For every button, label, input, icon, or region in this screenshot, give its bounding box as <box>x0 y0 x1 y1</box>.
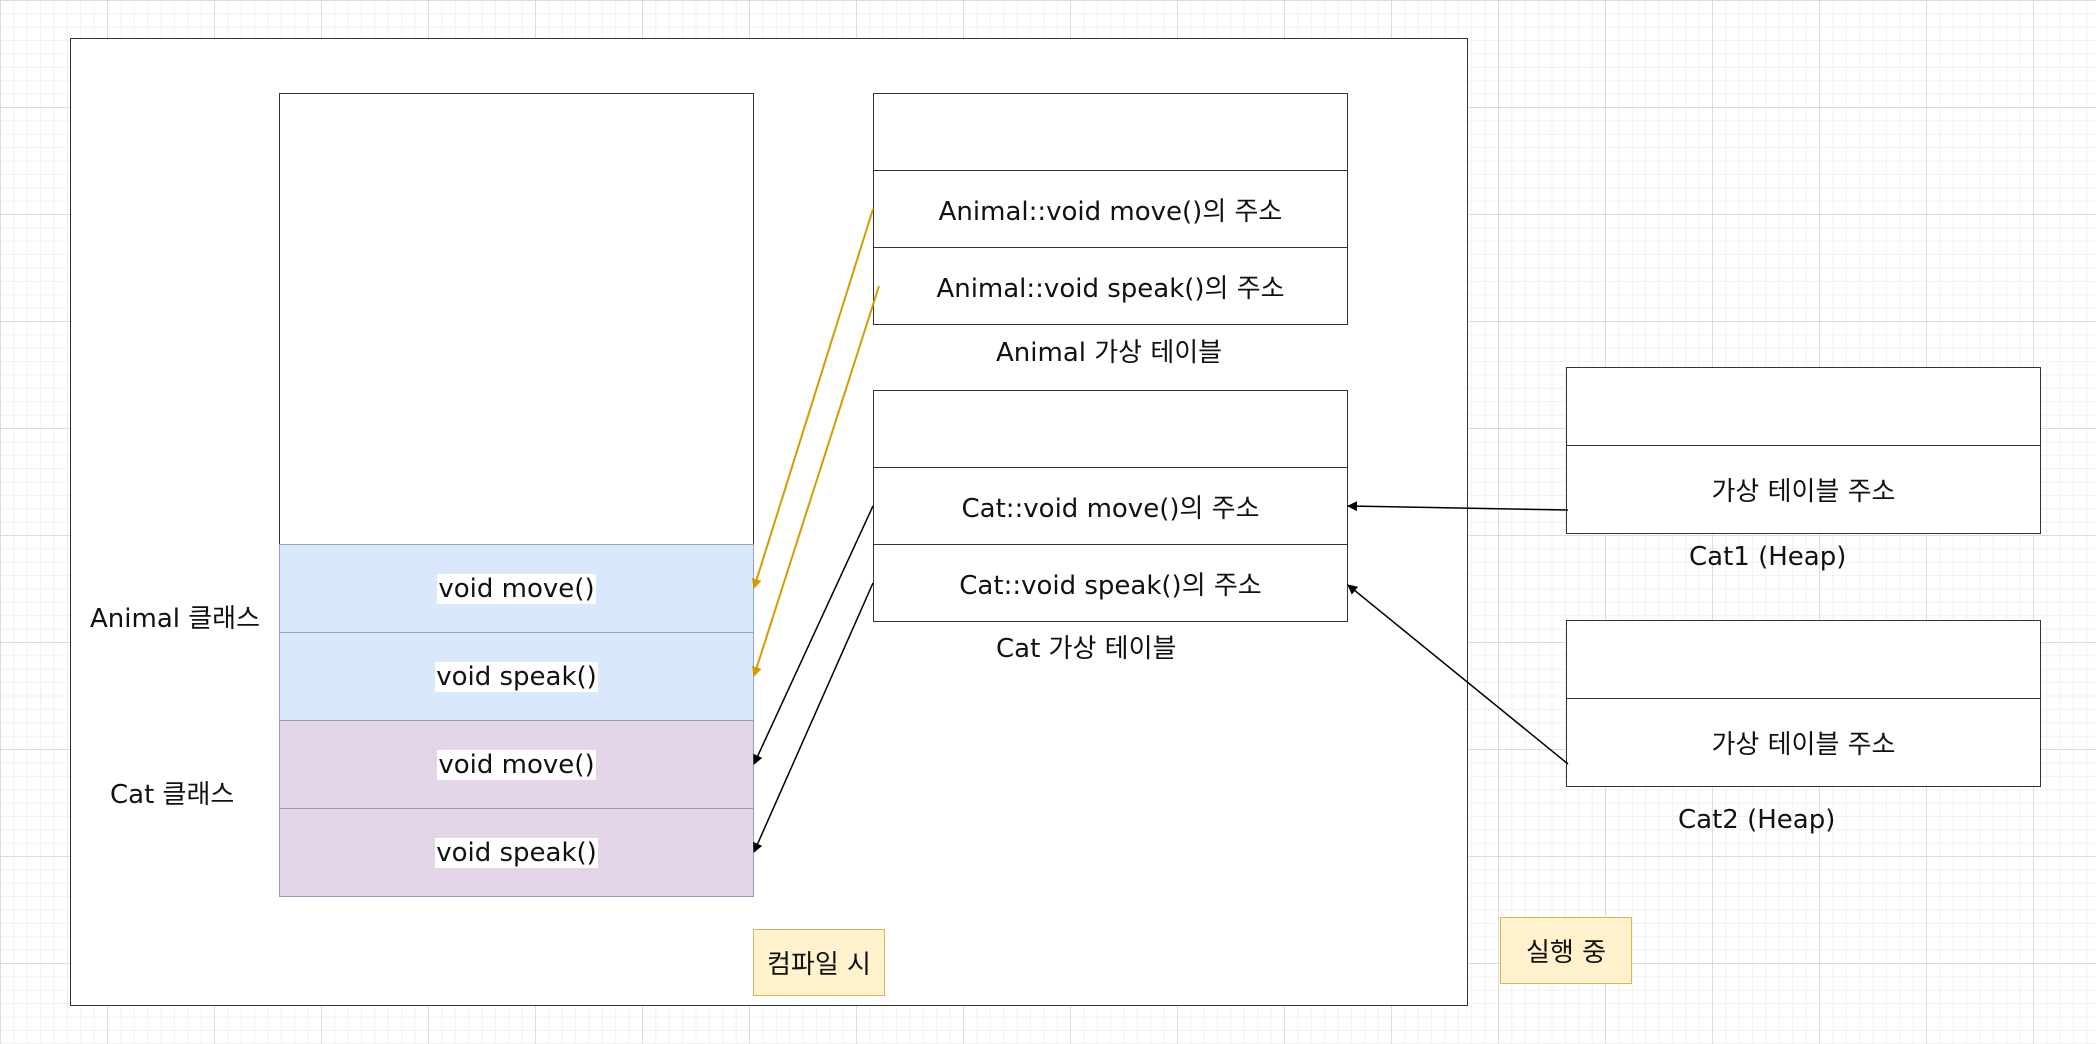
animal-vtable-speak-text: Animal::void speak()의 주소 <box>935 267 1286 305</box>
arrow-animal-move <box>751 208 874 589</box>
runtime-note: 실행 중 <box>1500 917 1632 984</box>
cat-vtable-move-text: Cat::void move()의 주소 <box>960 487 1261 525</box>
cat-vtable-caption: Cat 가상 테이블 <box>996 634 1177 664</box>
cat2-caption: Cat2 (Heap) <box>1678 805 1836 835</box>
cat-vtable-entry-move[interactable]: Cat::void move()의 주소 <box>873 467 1348 545</box>
cat2-vtable-pointer-text: 가상 테이블 주소 <box>1710 724 1897 761</box>
cat-vtable-speak-text: Cat::void speak()의 주소 <box>958 564 1263 602</box>
cat-move-row[interactable]: void move() <box>279 720 754 809</box>
cat-speak-row[interactable]: void speak() <box>279 808 754 897</box>
cat1-vtable-pointer[interactable]: 가상 테이블 주소 <box>1566 445 2041 534</box>
cat-move-label: void move() <box>437 749 596 780</box>
animal-vtable-caption: Animal 가상 테이블 <box>996 338 1223 368</box>
cat-vtable-header[interactable] <box>873 390 1348 468</box>
arrow-cat1-to-vtable <box>1347 501 1569 512</box>
cat2-vtable-pointer[interactable]: 가상 테이블 주소 <box>1566 698 2041 787</box>
animal-class-label: Animal 클래스 <box>90 604 260 634</box>
arrow-animal-speak <box>751 285 880 677</box>
cat1-vtable-pointer-text: 가상 테이블 주소 <box>1710 471 1897 508</box>
animal-vtable-header[interactable] <box>873 93 1348 171</box>
arrow-cat-speak <box>753 582 874 853</box>
compile-time-note: 컴파일 시 <box>753 929 885 996</box>
animal-vtable-entry-move[interactable]: Animal::void move()의 주소 <box>873 170 1348 248</box>
animal-vtable-move-text: Animal::void move()의 주소 <box>937 190 1284 228</box>
arrow-cat-move <box>753 505 874 765</box>
animal-speak-label: void speak() <box>435 661 598 692</box>
cat-class-label: Cat 클래스 <box>110 780 235 810</box>
animal-move-label: void move() <box>437 573 596 604</box>
cat-vtable-entry-speak[interactable]: Cat::void speak()의 주소 <box>873 544 1348 622</box>
animal-vtable-entry-speak[interactable]: Animal::void speak()의 주소 <box>873 247 1348 325</box>
class-memory-block[interactable] <box>279 93 754 545</box>
cat1-caption: Cat1 (Heap) <box>1689 542 1847 572</box>
arrow-cat2-to-vtable <box>1347 584 1569 765</box>
cat-speak-label: void speak() <box>435 837 598 868</box>
